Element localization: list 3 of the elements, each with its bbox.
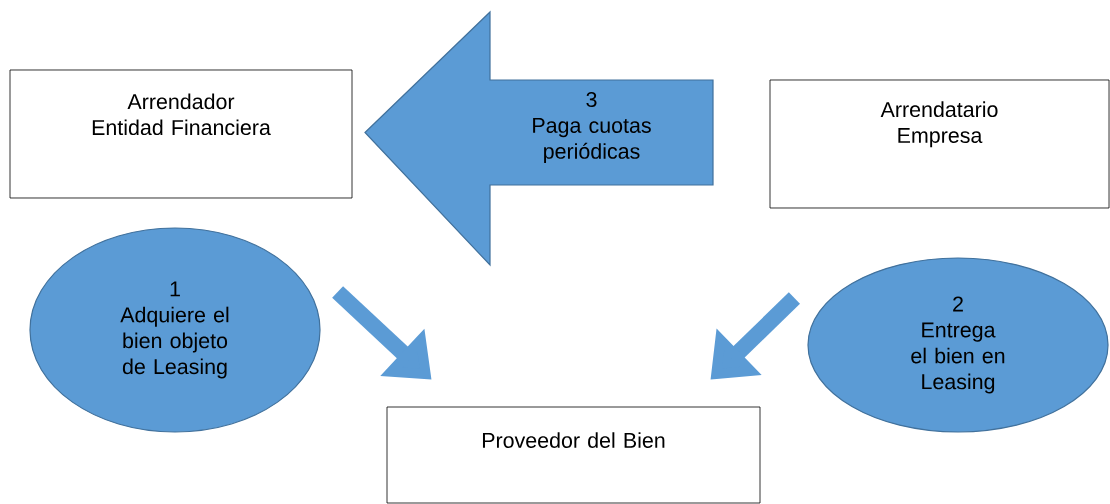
text-box: Proveedor del Bien bbox=[386, 406, 761, 504]
text-box: Arrendador Entidad Financiera bbox=[9, 69, 353, 199]
text-box: Arrendatario Empresa bbox=[769, 79, 1110, 209]
